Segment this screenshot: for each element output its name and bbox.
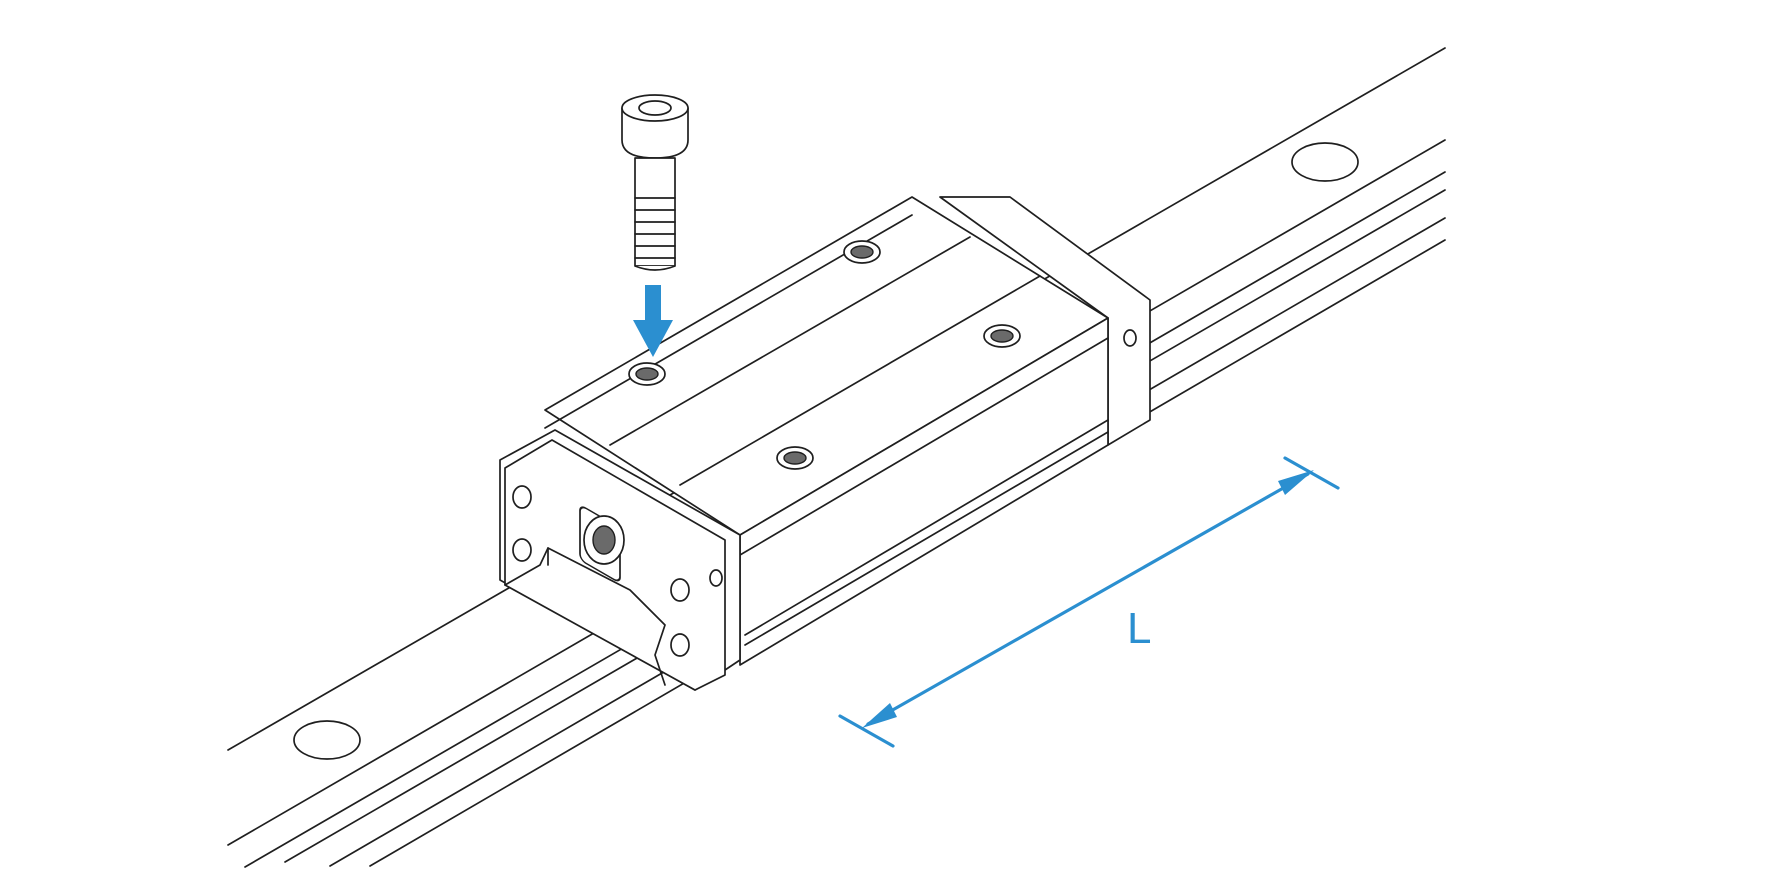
rail-hole (1291, 142, 1359, 182)
seal-screw (670, 578, 690, 602)
cap-screw (621, 94, 689, 271)
insertion-arrow (633, 285, 673, 357)
dimension-label: L (1127, 604, 1151, 653)
mounting-hole (843, 240, 881, 264)
seal-screw (512, 485, 532, 509)
length-dimension-arrow (838, 456, 1340, 748)
mounting-hole (983, 324, 1021, 348)
carriage-block (499, 196, 1151, 691)
mounting-hole (776, 446, 814, 470)
rail-hole (293, 720, 361, 760)
mounting-hole (628, 362, 666, 386)
seal-screw (512, 538, 532, 562)
seal-screw (670, 633, 690, 657)
